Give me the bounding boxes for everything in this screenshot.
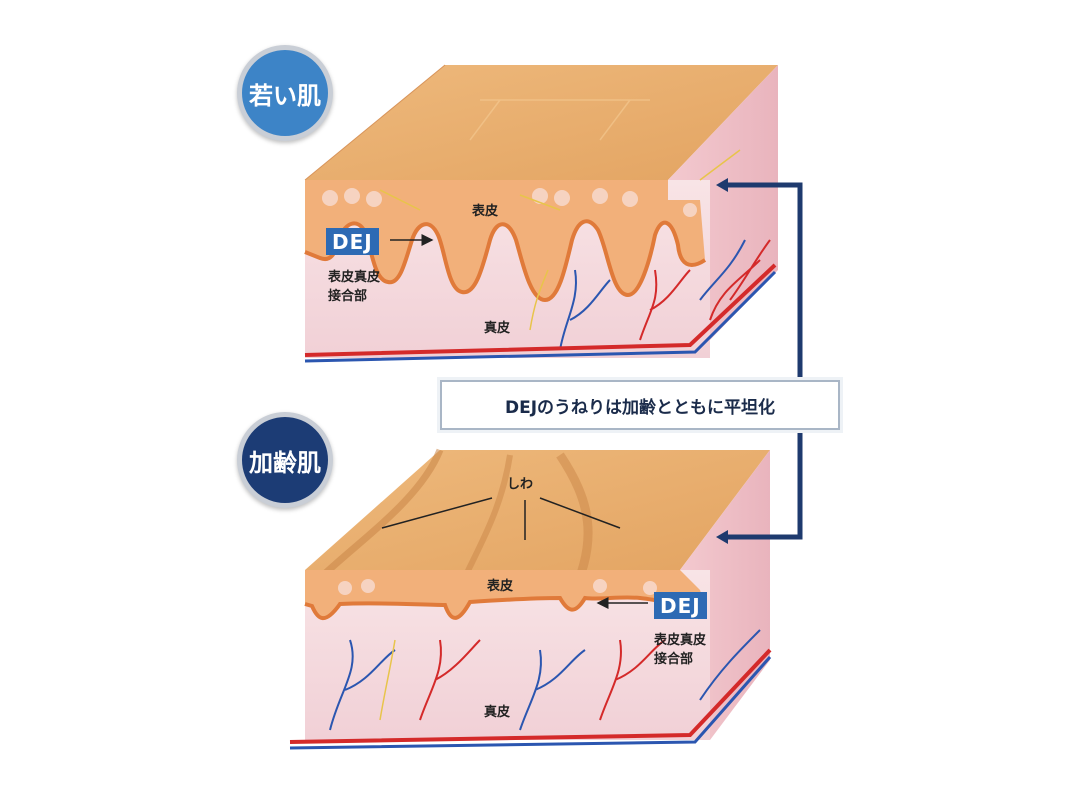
aged-epidermis-label: 表皮 <box>487 579 514 594</box>
young-top-face <box>305 65 778 180</box>
aged-dej-desc-2: 接合部 <box>654 652 694 667</box>
aged-skin-badge: 加齢肌 <box>237 412 333 508</box>
young-epidermis-label: 表皮 <box>472 204 499 219</box>
young-epidermis <box>305 180 705 300</box>
young-skin-badge: 若い肌 <box>237 45 333 141</box>
young-artery <box>304 263 777 357</box>
flattening-note-text: DEJのうねりは加齢とともに平坦化 <box>504 397 776 418</box>
young-vein <box>304 270 777 363</box>
young-dej-desc-1: 表皮真皮 <box>328 270 381 285</box>
young-skin-block <box>304 64 778 363</box>
aged-skin-badge-label: 加齢肌 <box>249 448 321 477</box>
aged-artery <box>289 648 772 744</box>
wrinkle-groove-1 <box>315 448 444 583</box>
wrinkle-pointer-lines <box>381 497 621 540</box>
aged-vein <box>289 656 772 750</box>
aged-dej-desc-1: 表皮真皮 <box>654 633 707 648</box>
young-dej-label: DEJ <box>326 228 379 255</box>
young-dermis-label: 真皮 <box>484 321 511 336</box>
wrinkle-label: しわ <box>507 477 534 492</box>
aged-skin-block <box>289 448 772 750</box>
young-skin-badge-label: 若い肌 <box>249 81 321 110</box>
aged-dermis-label: 真皮 <box>484 705 511 720</box>
young-dej-desc-2: 接合部 <box>328 289 368 304</box>
flattening-note-banner: DEJのうねりは加齢とともに平坦化 <box>440 380 840 430</box>
aged-dej-label: DEJ <box>654 592 707 619</box>
